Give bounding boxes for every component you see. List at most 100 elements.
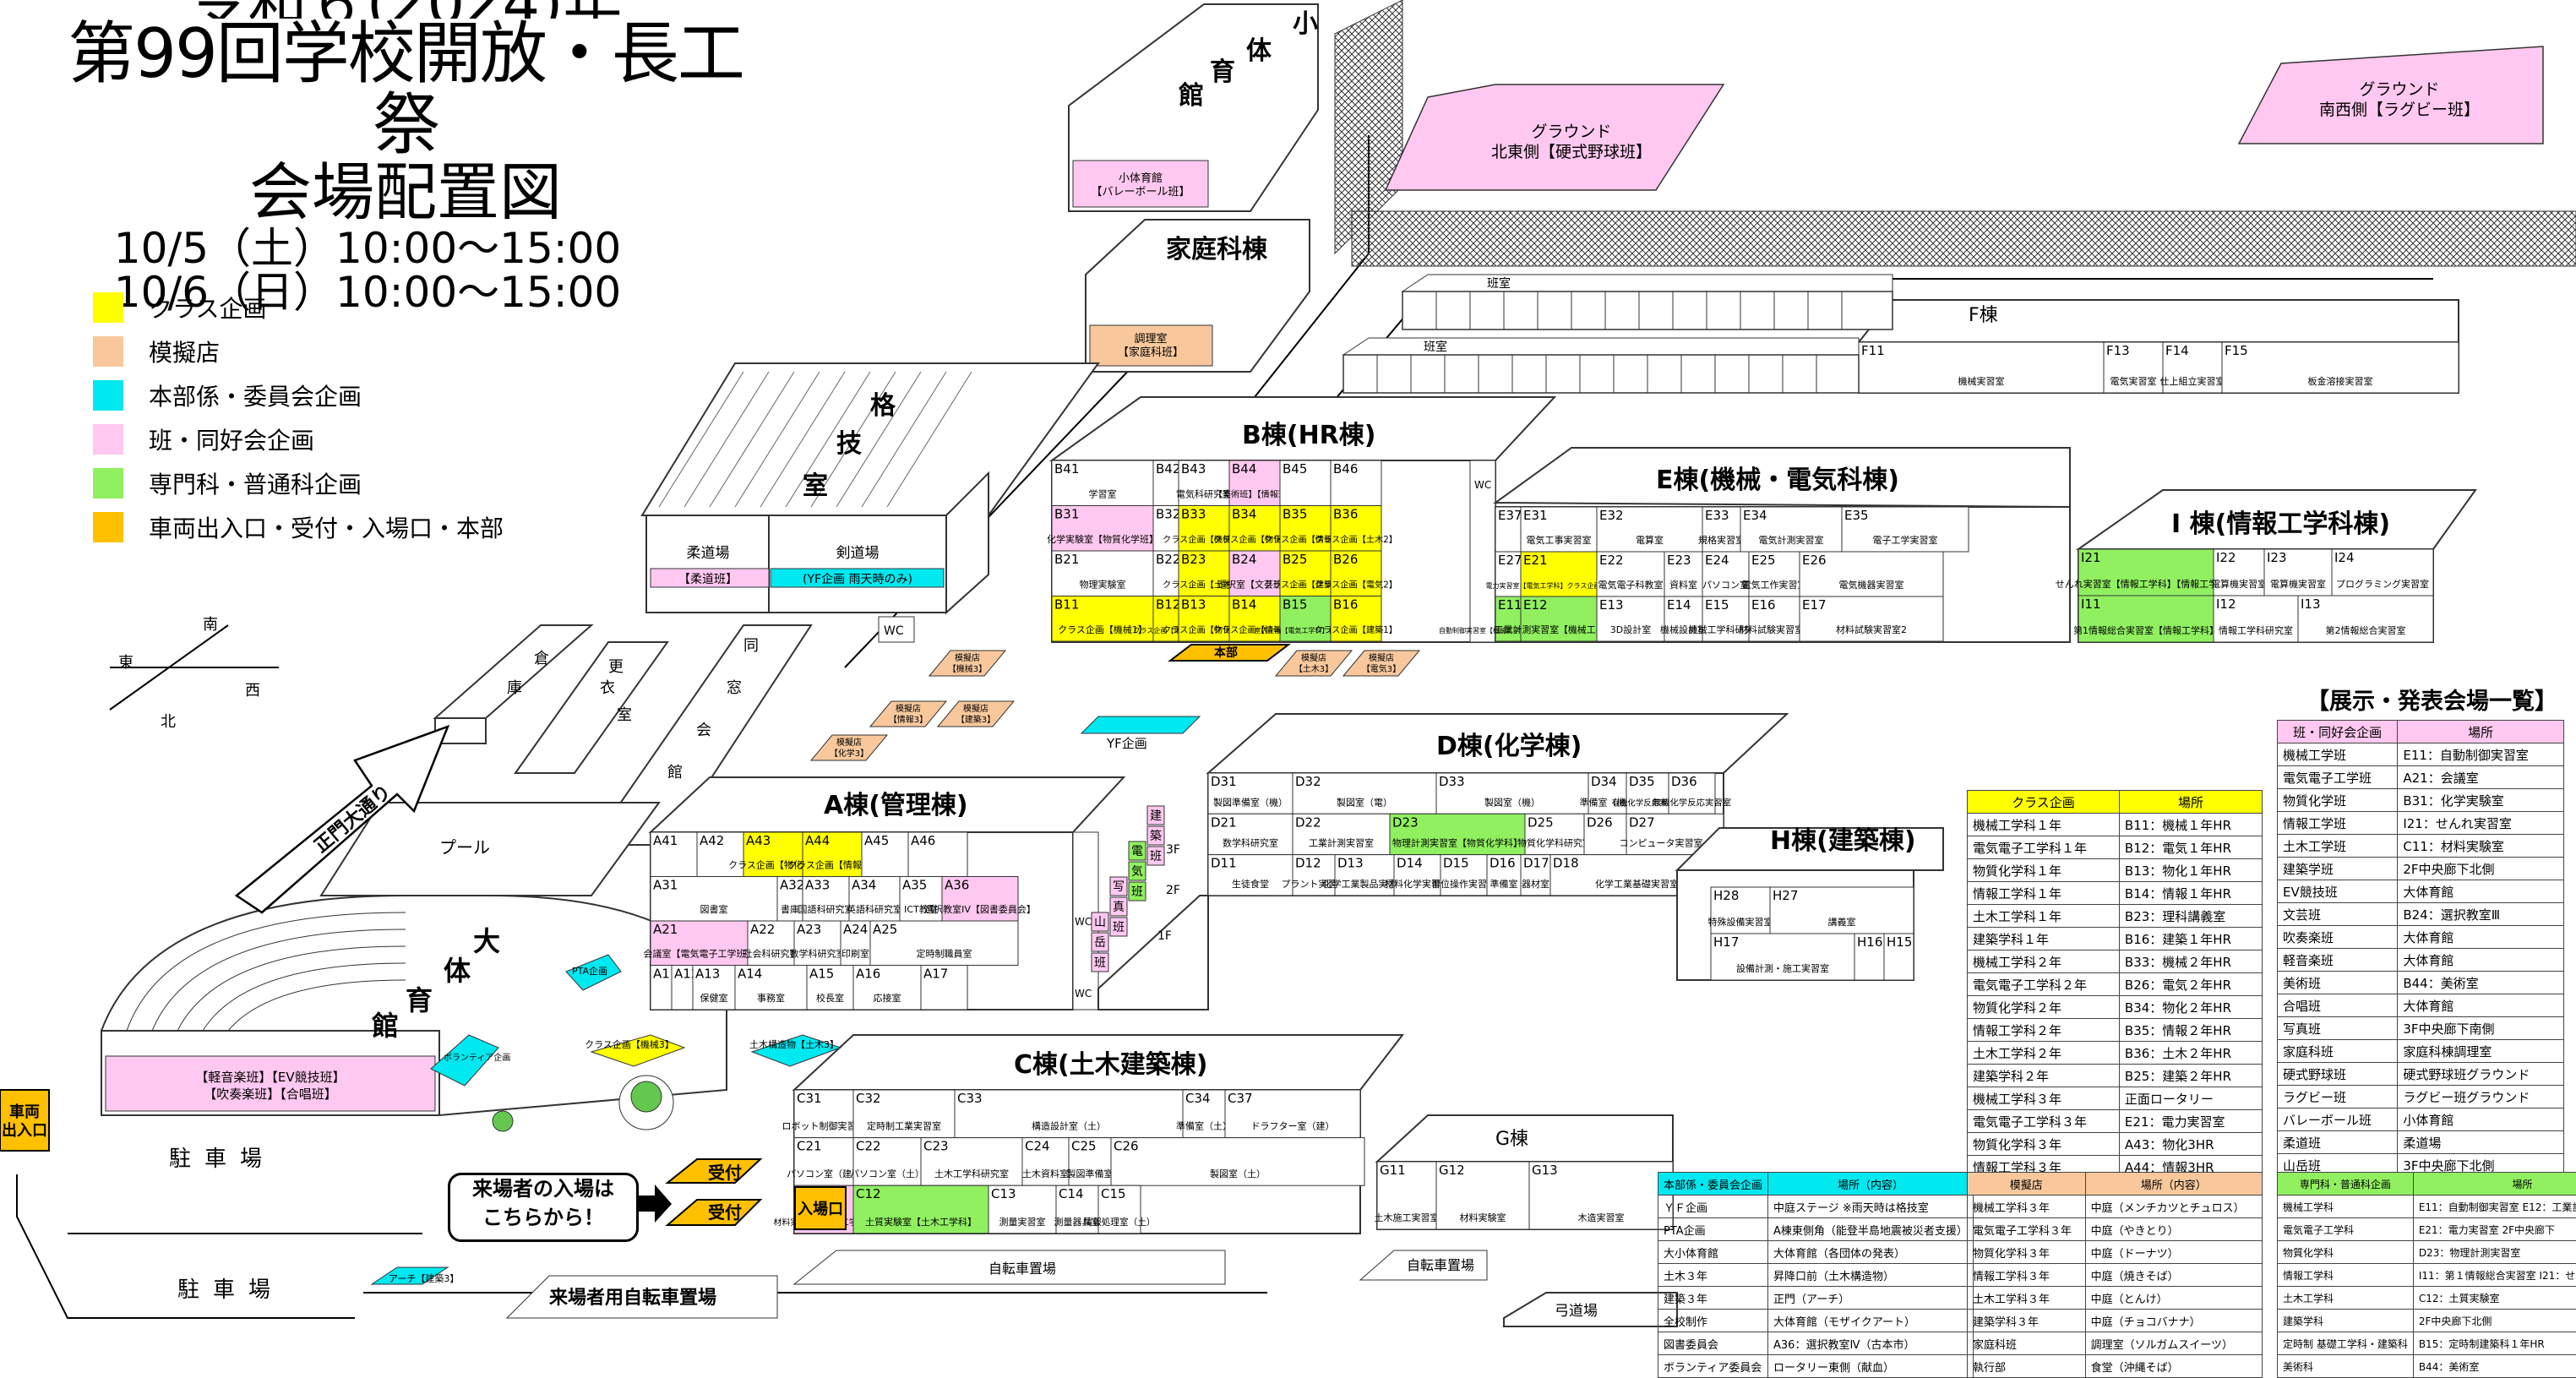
table-cell: 正面ロータリー: [2119, 1087, 2262, 1110]
i-building: I 棟(情報工学科棟) I21せんれ実習室【情報工学科】【情報工学班】I22電算…: [2056, 490, 2475, 642]
room-id-label: F13: [2106, 343, 2130, 358]
stall-venue-table: 模擬店場所（内容）機械工学科３年中庭（メンチカツとチュロス）電気電子工学科３年中…: [1967, 1172, 2263, 1378]
table-row: 柔道班柔道場: [2278, 1131, 2564, 1154]
room-id-label: I22: [2216, 550, 2236, 565]
room-id-label: B21: [1054, 552, 1079, 567]
room-name-label: 定時制職員室: [917, 948, 972, 960]
room-id-label: E11: [1498, 597, 1522, 613]
parking-label-2: 駐車場: [177, 1277, 284, 1303]
table-cell: 機械工学科: [2278, 1196, 2414, 1218]
room-id-label: B36: [1333, 507, 1358, 522]
room-name-label: 国語科研究室: [798, 903, 854, 915]
stair-sign-char: 電: [1131, 845, 1143, 858]
table-cell: 図書委員会: [1658, 1332, 1768, 1355]
table-cell: 昇降口前（土木構造物）: [1768, 1264, 1974, 1287]
table-cell: 家庭科班: [1968, 1332, 2086, 1355]
ground-north: グラウンド北東側【硬式野球班】: [1386, 84, 1724, 190]
room-id-label: E23: [1667, 553, 1691, 568]
table-cell: E11：自動制御実習室: [2398, 743, 2564, 766]
stair-sign-char: 築: [1150, 830, 1162, 843]
room-id-label: D11: [1211, 856, 1237, 871]
room-id-label: D22: [1295, 814, 1321, 830]
room-id-label: B14: [1232, 597, 1256, 613]
room-id-label: A22: [750, 922, 775, 937]
table-cell: B26：電気２年HR: [2119, 973, 2262, 996]
svg-text:班室: 班室: [1487, 276, 1511, 291]
room-id-label: C32: [856, 1091, 881, 1106]
table-cell: 機械工学科３年: [1968, 1087, 2120, 1110]
judo-hall-label: 柔道場: [687, 545, 730, 562]
table-cell: B33：機械２年HR: [2119, 950, 2262, 973]
kyudo-label: 弓道場: [1555, 1303, 1598, 1320]
table-row: 家庭科班家庭科棟調理室: [2278, 1040, 2564, 1063]
table-cell: 大体育館（各団体の発表）: [1768, 1241, 1974, 1264]
room-name-label: 事務室: [757, 992, 785, 1004]
table-cell: 中庭（メンチカツとチュロス）: [2085, 1196, 2262, 1218]
room-id-label: B31: [1054, 507, 1079, 522]
room-id-label: A42: [700, 833, 724, 848]
table-header: 本部係・委員会企画: [1658, 1173, 1768, 1196]
table-cell: 電気電子工学科３年: [1968, 1218, 2086, 1241]
svg-text:小: 小: [1293, 9, 1318, 39]
room-id-label: A13: [695, 967, 720, 982]
table-cell: 建築学科１年: [1968, 928, 2120, 950]
room-name-label: 図書室: [700, 903, 728, 915]
svg-text:体: 体: [1246, 36, 1272, 66]
room-name-label: 数学科研究室: [1223, 837, 1278, 849]
room-name-label: 材料試験実習室2: [1836, 624, 1907, 635]
room-id-label: D15: [1443, 856, 1469, 871]
stall-label: 【機械3】: [948, 663, 987, 674]
table-cell: ラグビー班グラウンド: [2398, 1086, 2564, 1108]
room-id-label: C14: [1059, 1186, 1084, 1201]
table-cell: 全校制作: [1658, 1310, 1768, 1332]
room-id-label: E35: [1844, 508, 1869, 523]
table-cell: 電気電子工学科: [2278, 1218, 2414, 1241]
stall-label: 【土木3】: [1294, 663, 1333, 674]
room-name-label: クラス企画【建築1】: [1315, 624, 1397, 635]
table-cell: B44：美術室: [2398, 972, 2564, 994]
yf-marker: YF企画: [1106, 736, 1147, 751]
table-cell: 美術科: [2278, 1355, 2414, 1378]
i-building-title: I 棟(情報工学科棟): [2171, 509, 2390, 539]
table-cell: B25：建築２年HR: [2119, 1065, 2262, 1087]
room-id-label: E15: [1705, 597, 1729, 613]
room-id-label: D34: [1591, 774, 1617, 789]
room-id-label: E26: [1802, 553, 1827, 568]
table-cell: 土木工学科２年: [1968, 1042, 2120, 1065]
table-cell: 電気電子工学科２年: [1968, 973, 2120, 996]
room-id-label: E31: [1523, 508, 1548, 523]
reception-sign-2: 受付: [708, 1202, 742, 1223]
room-id-label: E14: [1667, 597, 1691, 613]
table-cell: 大体育館（モザイクアート）: [1768, 1310, 1974, 1332]
table-cell: 土木３年: [1658, 1264, 1768, 1287]
table-header: 専門科・普通科企画: [2278, 1173, 2414, 1196]
stair-sign-char: 気: [1131, 865, 1143, 879]
room-id-label: E33: [1705, 508, 1729, 523]
small-gym: 小体育館【バレーボール班】 小 体 育 館: [1069, 4, 1318, 211]
table-header: 場所: [2398, 721, 2564, 743]
room-id-label: B15: [1283, 597, 1307, 613]
table-cell: 中庭（やきとり）: [2085, 1218, 2262, 1241]
room-id-label: C23: [923, 1139, 949, 1154]
h-building-title: H棟(建築棟): [1770, 826, 1916, 856]
room-id-label: C12: [856, 1186, 881, 1201]
table-header: 模擬店: [1968, 1173, 2086, 1196]
table-cell: 定時制 基礎工学科・建築科: [2278, 1332, 2414, 1355]
ground-south: グラウンド南西側【ラグビー班】: [2239, 46, 2543, 144]
f-building-title: F棟: [1969, 305, 1998, 326]
room-name-label: 材料試験実習室1: [1739, 624, 1810, 635]
room-name-label: 応接室: [874, 992, 901, 1004]
room-id-label: A46: [911, 833, 935, 848]
room-name-label: 工業計測実習室: [1309, 837, 1374, 849]
room-name-label: 電子工学実習室: [1873, 534, 1938, 546]
table-cell: 文芸班: [2278, 903, 2398, 926]
table-cell: ＹＦ企画: [1658, 1196, 1768, 1218]
room-name-label: 情報工学科研究室: [2219, 624, 2293, 636]
